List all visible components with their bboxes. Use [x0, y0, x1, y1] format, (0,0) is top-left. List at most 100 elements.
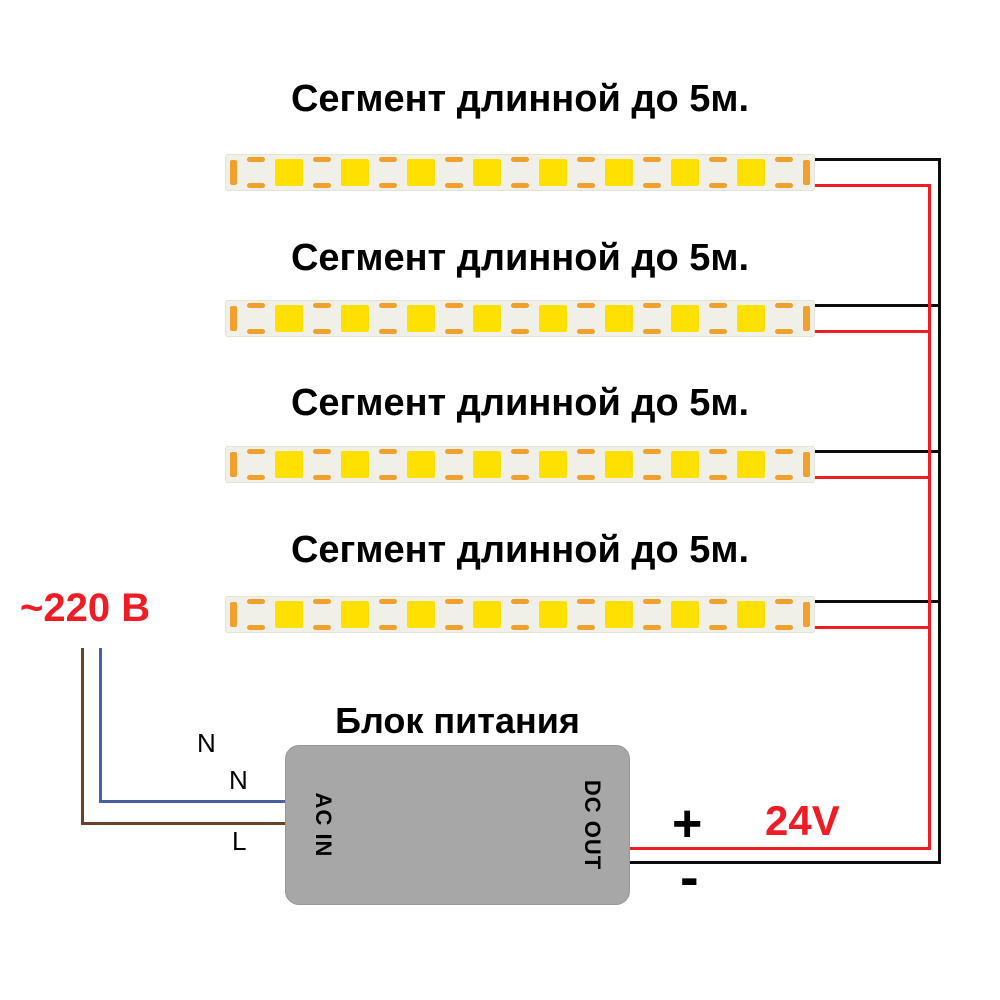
strip-end-pad: [230, 452, 237, 477]
led-chip: [605, 305, 633, 332]
led-chip: [671, 305, 699, 332]
led-chip: [473, 305, 501, 332]
solder-pad-dashes: [643, 300, 661, 337]
pad-dash: [775, 157, 793, 162]
solder-pad-dashes: [247, 300, 265, 337]
pad-dash: [445, 475, 463, 480]
strip-4-negative-lead: [815, 600, 941, 603]
pad-dash: [511, 449, 529, 454]
positive-bus: [928, 184, 931, 850]
led-chip: [737, 601, 765, 628]
segment-title-4: Сегмент длинной до 5м.: [290, 529, 750, 571]
pad-dash: [313, 475, 331, 480]
pad-dash: [247, 157, 265, 162]
led-chip: [539, 305, 567, 332]
pad-dash: [775, 303, 793, 308]
led-chip: [737, 305, 765, 332]
solder-pad-dashes: [643, 446, 661, 483]
mains-neutral-wire-vertical: [99, 648, 102, 803]
solder-pad-dashes: [775, 300, 793, 337]
solder-pad-dashes: [577, 446, 595, 483]
pad-dash: [247, 329, 265, 334]
solder-pad-dashes: [511, 596, 529, 633]
pad-dash: [775, 449, 793, 454]
solder-pad-dashes: [379, 300, 397, 337]
mains-line-wire-vertical: [81, 648, 84, 825]
led-chip: [275, 159, 303, 186]
pad-dash: [247, 183, 265, 188]
led-chip: [737, 451, 765, 478]
pad-dash: [577, 329, 595, 334]
solder-pad-dashes: [775, 446, 793, 483]
pad-dash: [709, 303, 727, 308]
solder-pad-dashes: [445, 300, 463, 337]
led-strip-3: [225, 446, 815, 483]
pad-dash: [577, 303, 595, 308]
solder-pad-dashes: [775, 154, 793, 191]
solder-pad-dashes: [445, 154, 463, 191]
mains-neutral-wire-horizontal: [99, 800, 287, 803]
solder-pad-dashes: [313, 300, 331, 337]
led-chip: [275, 601, 303, 628]
led-chip: [407, 451, 435, 478]
pad-dash: [379, 449, 397, 454]
pad-dash: [709, 329, 727, 334]
led-chip: [407, 159, 435, 186]
solder-pad-dashes: [313, 446, 331, 483]
solder-pad-dashes: [445, 446, 463, 483]
pad-dash: [511, 625, 529, 630]
negative-bus: [938, 158, 941, 864]
solder-pad-dashes: [709, 300, 727, 337]
pad-dash: [643, 329, 661, 334]
pad-dash: [577, 449, 595, 454]
pad-dash: [247, 303, 265, 308]
pad-dash: [775, 475, 793, 480]
led-chip: [473, 601, 501, 628]
led-chip: [605, 451, 633, 478]
led-chip: [671, 451, 699, 478]
pad-dash: [643, 183, 661, 188]
led-chip: [341, 305, 369, 332]
pad-dash: [379, 599, 397, 604]
pad-dash: [511, 329, 529, 334]
pad-dash: [643, 475, 661, 480]
led-chip: [473, 159, 501, 186]
strip-4-positive-lead: [815, 626, 931, 629]
pad-dash: [379, 329, 397, 334]
strip-1-positive-lead: [815, 184, 931, 187]
strip-end-pad: [803, 160, 810, 185]
solder-pad-dashes: [577, 300, 595, 337]
solder-pad-dashes: [709, 596, 727, 633]
strip-end-pad: [230, 602, 237, 627]
pad-dash: [709, 475, 727, 480]
led-chip: [341, 159, 369, 186]
led-chip: [275, 451, 303, 478]
pad-dash: [313, 599, 331, 604]
led-chip: [539, 601, 567, 628]
dc-out-label: DC OUT: [580, 779, 605, 871]
pad-dash: [577, 157, 595, 162]
strip-end-pad: [230, 306, 237, 331]
strip-2-negative-lead: [815, 304, 941, 307]
pad-dash: [643, 157, 661, 162]
solder-pad-dashes: [577, 596, 595, 633]
pad-dash: [643, 625, 661, 630]
pad-dash: [313, 625, 331, 630]
pad-dash: [445, 599, 463, 604]
pad-dash: [445, 449, 463, 454]
neutral-label-2: N: [229, 765, 248, 795]
led-chip: [737, 159, 765, 186]
strip-3-positive-lead: [815, 476, 931, 479]
pad-dash: [379, 303, 397, 308]
segment-title-3: Сегмент длинной до 5м.: [290, 382, 750, 424]
strip-end-pad: [230, 160, 237, 185]
solder-pad-dashes: [313, 154, 331, 191]
solder-pad-dashes: [709, 446, 727, 483]
pad-dash: [577, 475, 595, 480]
pad-dash: [775, 625, 793, 630]
pad-dash: [775, 599, 793, 604]
segment-title-2: Сегмент длинной до 5м.: [290, 237, 750, 279]
power-supply-unit: AC IN DC OUT: [285, 745, 630, 905]
led-strip-1: [225, 154, 815, 191]
